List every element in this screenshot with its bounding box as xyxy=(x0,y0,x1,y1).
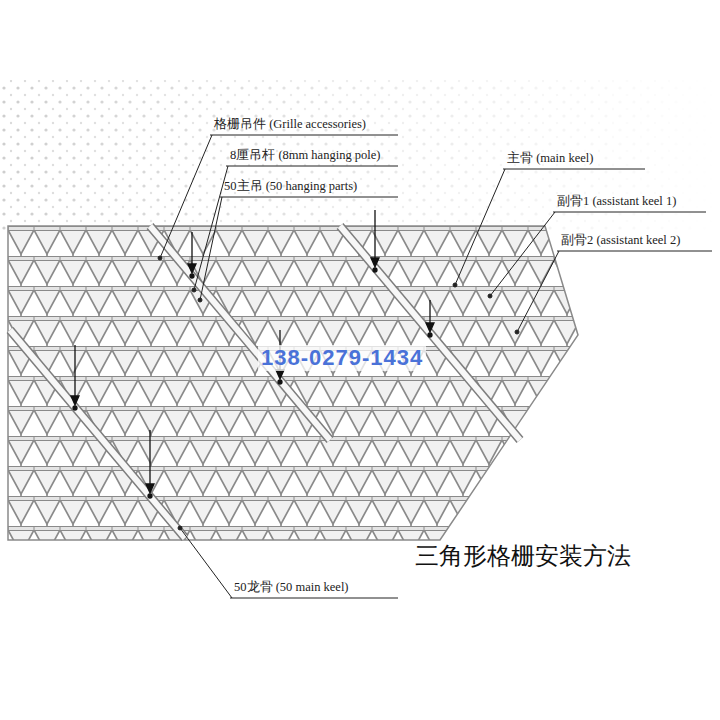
part-label: 格栅吊件 (Grille accessories) xyxy=(214,117,366,132)
part-label: 8厘吊杆 (8mm hanging pole) xyxy=(230,148,380,163)
dot-background xyxy=(0,80,720,230)
part-label: 50主吊 (50 hanging parts) xyxy=(224,179,357,194)
leader-lines xyxy=(158,135,712,598)
hanging-poles xyxy=(71,210,434,498)
part-label: 副骨2 (assistant keel 2) xyxy=(561,233,680,248)
watermark: 138-0279-1434 xyxy=(258,345,426,371)
part-label: 主骨 (main keel) xyxy=(507,151,593,166)
part-label: 50龙骨 (50 main keel) xyxy=(234,580,349,595)
part-label: 副骨1 (assistant keel 1) xyxy=(557,194,676,209)
main-keels xyxy=(10,226,520,538)
triangle-grille xyxy=(8,226,578,540)
caption: 三角形格栅安装方法 xyxy=(415,542,631,571)
